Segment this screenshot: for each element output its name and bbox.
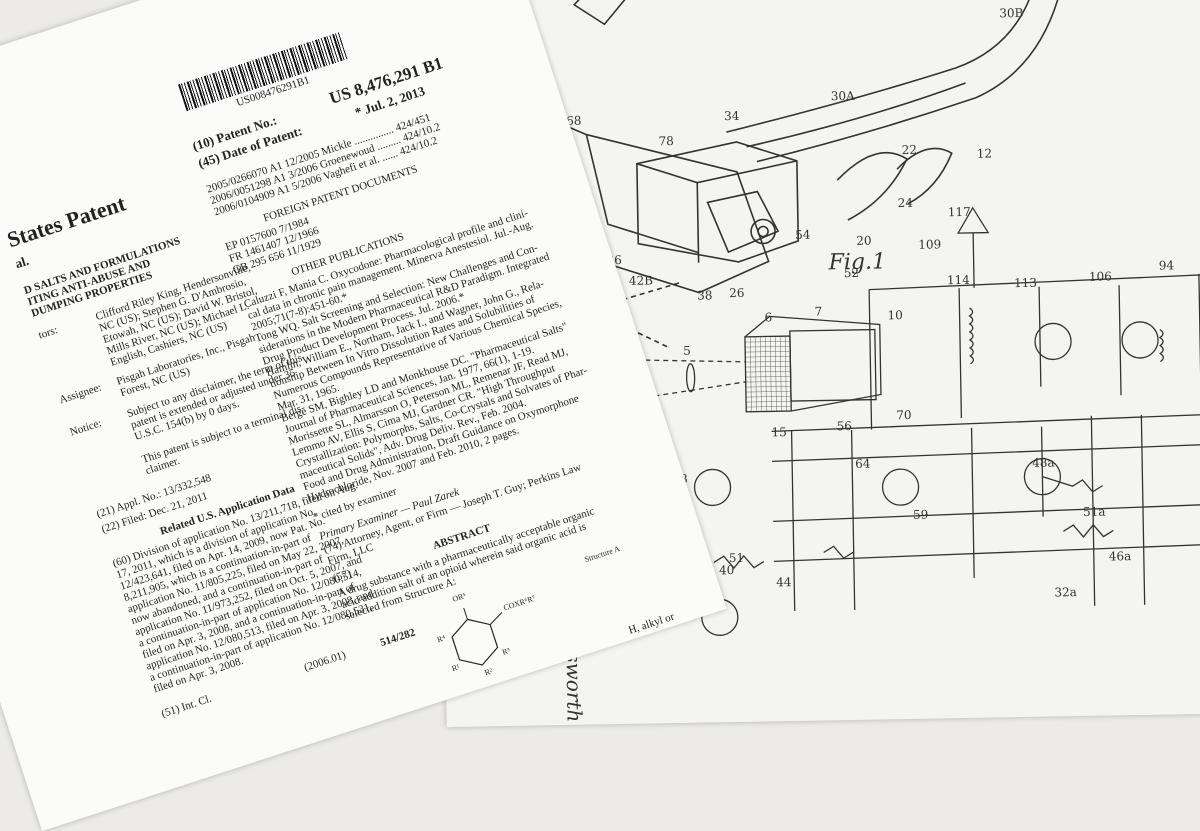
label-38: 38 — [697, 288, 713, 302]
label-51: 51 — [729, 551, 745, 565]
notice-label: Notice: — [68, 417, 104, 439]
label-34: 34 — [724, 109, 740, 123]
label-68: 68 — [566, 114, 582, 128]
label-7: 7 — [814, 304, 822, 318]
label-78: 78 — [658, 134, 674, 148]
label-46a: 46a — [1109, 549, 1132, 563]
circuit-drawing — [599, 206, 1200, 636]
int-cl-year: (2006.01) — [302, 649, 348, 674]
label-117: 117 — [948, 205, 971, 219]
structure-label: Structure A — [583, 544, 621, 564]
label-114: 114 — [947, 273, 971, 287]
us-cl: 514/282 — [378, 626, 417, 650]
patent-heading: States Patent — [3, 190, 129, 253]
label-26: 26 — [729, 286, 745, 300]
label-109: 109 — [918, 237, 941, 251]
label-6: 6 — [764, 310, 772, 324]
label-24: 24 — [897, 196, 913, 210]
label-32a: 32a — [1054, 585, 1077, 599]
label-15: 15 — [771, 425, 787, 439]
label-30b: 30B — [999, 6, 1024, 20]
label-52: 52 — [844, 266, 860, 280]
drawing-reference-labels: 40A 68 34 78 30A 30B 12 22 24 42A 36 54 … — [483, 6, 1175, 600]
label-48a: 48a — [1032, 455, 1055, 469]
label-5: 5 — [683, 344, 691, 358]
label-40: 40 — [719, 563, 735, 577]
label-30a: 30A — [831, 89, 856, 103]
label-59: 59 — [913, 508, 929, 522]
label-44: 44 — [776, 575, 792, 589]
int-cl-label: (51) Int. Cl. — [159, 692, 214, 721]
inventors-label: tors: — [37, 324, 60, 342]
label-51a: 51a — [1083, 505, 1106, 519]
label-22: 22 — [902, 143, 918, 157]
label-54: 54 — [795, 228, 811, 242]
label-70: 70 — [896, 408, 912, 422]
label-64: 64 — [855, 457, 871, 471]
label-12: 12 — [977, 146, 993, 160]
label-20: 20 — [856, 234, 872, 248]
label-56: 56 — [836, 419, 852, 433]
inventor-heading: al. — [13, 252, 31, 272]
assignee-label: Assignee: — [58, 381, 103, 407]
label-10: 10 — [887, 308, 903, 322]
label-42b: 42B — [629, 273, 654, 287]
label-94: 94 — [1159, 258, 1175, 272]
label-113: 113 — [1014, 276, 1037, 290]
label-106: 106 — [1089, 269, 1112, 283]
figure-label: Fig.1 — [828, 249, 887, 276]
